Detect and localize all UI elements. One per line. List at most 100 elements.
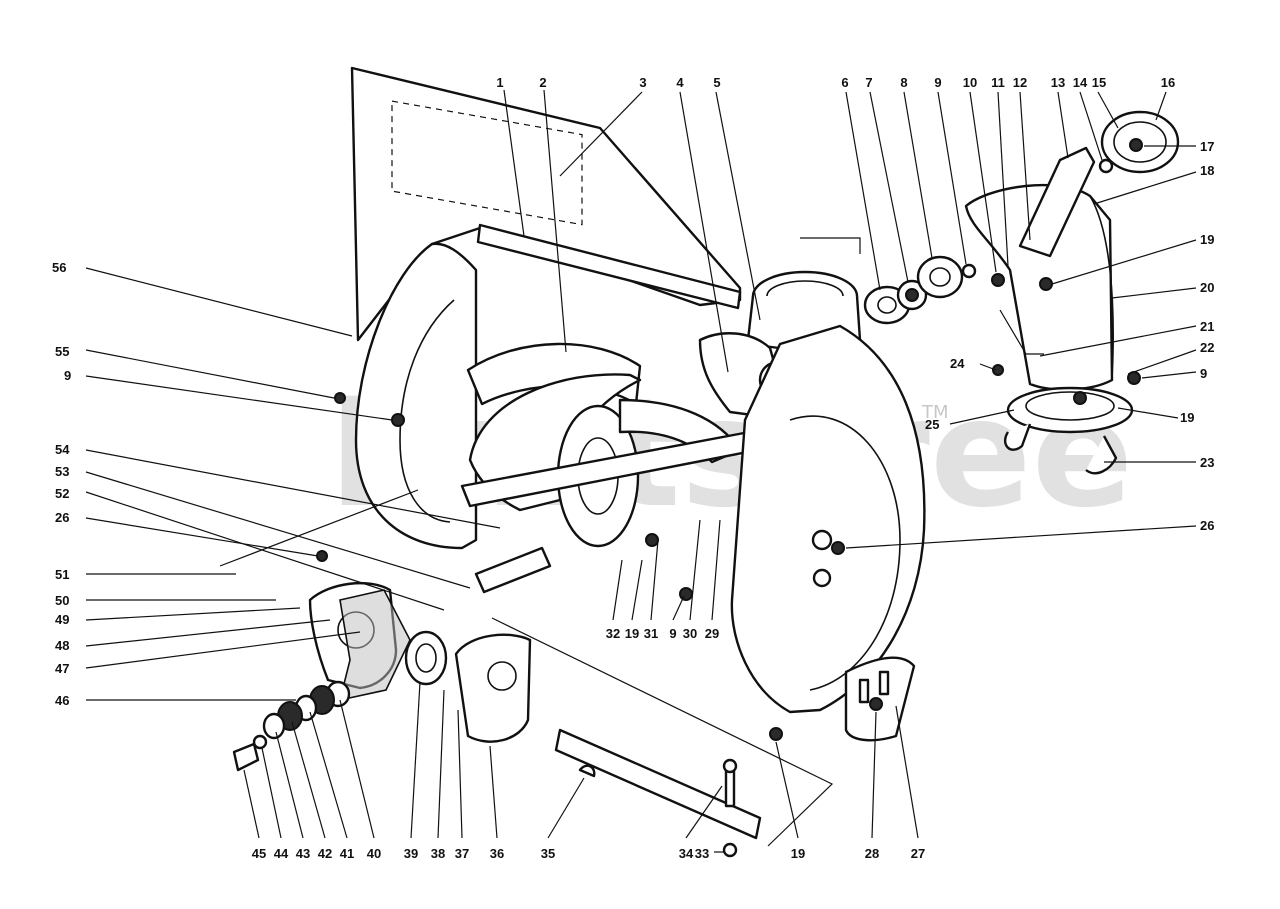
callout-28: 28 (865, 711, 879, 861)
callout-6: 6 (841, 75, 881, 291)
callout-19-mid: 19 (625, 559, 643, 641)
callout-34: 34 (679, 785, 723, 861)
callout-23: 23 (1104, 455, 1214, 470)
callout-16: 16 (1155, 75, 1175, 121)
callout-label: 15 (1092, 75, 1106, 90)
callout-37: 37 (455, 709, 469, 861)
callout-label: 4 (676, 75, 684, 90)
callout-50: 50 (55, 593, 276, 608)
callout-19-bottom: 19 (775, 741, 805, 861)
callout-26-left: 26 (55, 510, 319, 557)
callout-52: 52 (55, 486, 445, 611)
callout-38: 38 (431, 689, 445, 861)
callout-label: 54 (55, 442, 70, 457)
callout-label: 9 (669, 626, 676, 641)
callout-label: 13 (1051, 75, 1065, 90)
parts-artwork (219, 66, 1180, 858)
callout-label: 56 (52, 260, 66, 275)
callout-10: 10 (963, 75, 997, 273)
callout-29: 29 (705, 519, 721, 641)
callout-label: 7 (865, 75, 872, 90)
callout-13: 13 (1051, 75, 1069, 159)
drive-shaft-drawing (554, 727, 783, 858)
callout-label: 18 (1200, 163, 1214, 178)
callout-label: 47 (55, 661, 69, 676)
callout-label: 6 (841, 75, 848, 90)
assembly-guidelines (219, 237, 1044, 847)
callout-17: 17 (1144, 139, 1214, 154)
callout-label: 55 (55, 344, 69, 359)
callout-label: 23 (1200, 455, 1214, 470)
callout-label: 44 (274, 846, 289, 861)
callout-label: 21 (1200, 319, 1214, 334)
callout-label: 49 (55, 612, 69, 627)
chute-ring-drawing (1003, 386, 1134, 475)
callout-label: 39 (404, 846, 418, 861)
callout-label: 11 (991, 75, 1005, 90)
deflector-crank-drawing (1018, 146, 1096, 258)
bearing-stack-drawing (863, 255, 1005, 325)
pulley-drawing (1098, 110, 1180, 174)
callout-label: 10 (963, 75, 977, 90)
callout-label: 8 (900, 75, 907, 90)
callout-label: 36 (490, 846, 504, 861)
callout-53: 53 (55, 464, 471, 589)
callout-label: 40 (367, 846, 381, 861)
callout-36: 36 (489, 745, 504, 861)
callout-label: 9 (1200, 366, 1207, 381)
callout-33: 33 (695, 846, 724, 861)
callout-40: 40 (339, 699, 381, 861)
callout-label: 52 (55, 486, 69, 501)
worm-gear-drawing (404, 630, 448, 686)
callout-18: 18 (1093, 163, 1214, 205)
callout-30: 30 (683, 519, 701, 641)
callout-label: 19 (1180, 410, 1194, 425)
callout-label: 12 (1013, 75, 1027, 90)
right-side-panel-drawing (730, 324, 926, 714)
callout-label: 42 (318, 846, 332, 861)
callout-label: 31 (644, 626, 658, 641)
callout-label: 37 (455, 846, 469, 861)
callout-44: 44 (261, 747, 289, 861)
callout-label: 48 (55, 638, 69, 653)
callout-label: 2 (539, 75, 546, 90)
callout-14: 14 (1073, 75, 1103, 161)
callout-19-upper: 19 (1051, 232, 1214, 285)
callout-label: 41 (340, 846, 354, 861)
callout-43: 43 (275, 731, 310, 861)
callout-label: 19 (625, 626, 639, 641)
callout-label: 5 (713, 75, 720, 90)
skid-shoe-drawing (844, 656, 916, 742)
callout-label: 35 (541, 846, 555, 861)
callout-label: 26 (1200, 518, 1214, 533)
callout-51: 51 (55, 567, 236, 582)
callout-layer: 1 2 3 4 5 6 7 8 9 10 11 12 13 14 15 16 1… (52, 75, 1214, 861)
callout-label: 51 (55, 567, 69, 582)
left-side-panel-drawing (354, 242, 478, 550)
discharge-chute-drawing (964, 183, 1114, 391)
callout-label: 24 (950, 356, 965, 371)
bearing-stack-left-drawing (232, 680, 351, 772)
callout-41: 41 (309, 711, 354, 861)
callout-26-right: 26 (845, 518, 1214, 549)
callout-label: 3 (639, 75, 646, 90)
callout-47: 47 (55, 631, 361, 676)
callout-label: 28 (865, 846, 879, 861)
callout-22: 22 (1127, 340, 1214, 375)
callout-label: 19 (1200, 232, 1214, 247)
callout-label: 46 (55, 693, 69, 708)
callout-4: 4 (676, 75, 729, 373)
callout-56: 56 (52, 260, 353, 337)
callout-label: 14 (1073, 75, 1088, 90)
callout-label: 53 (55, 464, 69, 479)
callout-label: 29 (705, 626, 719, 641)
callout-24: 24 (950, 356, 997, 371)
callout-8: 8 (900, 75, 933, 259)
callout-label: 32 (606, 626, 620, 641)
callout-9-left: 9 (64, 368, 393, 421)
housing-shield-drawing (350, 66, 742, 342)
callout-55: 55 (55, 344, 335, 399)
callout-11: 11 (991, 75, 1009, 267)
callout-5: 5 (713, 75, 761, 321)
callout-9-right: 9 (1141, 366, 1207, 381)
